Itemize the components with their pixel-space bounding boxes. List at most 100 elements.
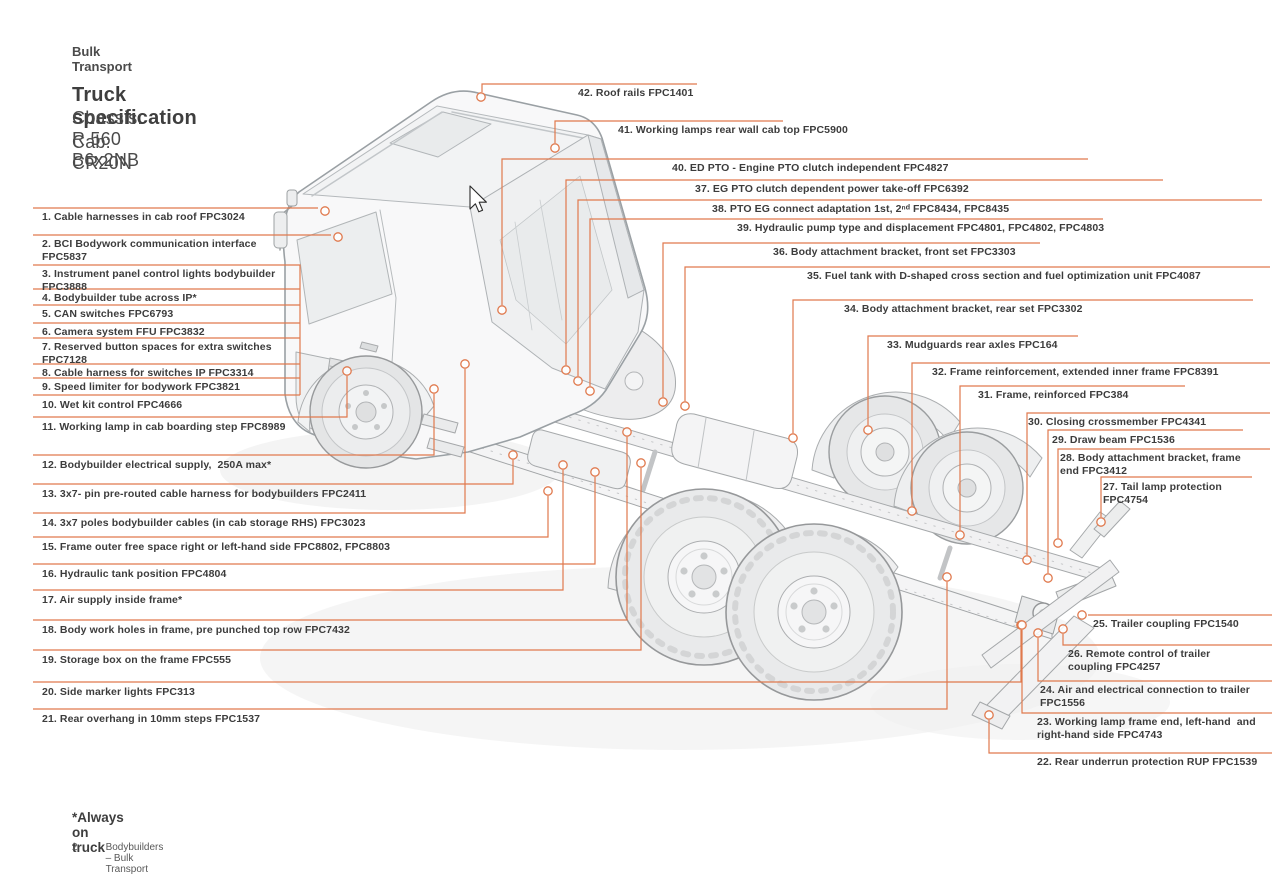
- callout-label-10-line-1: 10. Wet kit control FPC4666: [42, 399, 183, 411]
- callout-label-31: 31. Frame, reinforced FPC384: [978, 389, 1128, 402]
- callout-label-32-line-1: 32. Frame reinforcement, extended inner …: [932, 366, 1219, 378]
- callout-label-2-line-2: FPC5837: [42, 250, 88, 263]
- callout-label-41: 41. Working lamps rear wall cab top FPC5…: [618, 124, 848, 137]
- callout-label-17: 17. Air supply inside frame*: [42, 594, 182, 607]
- callout-label-18: 18. Body work holes in frame, pre punche…: [42, 624, 350, 637]
- mirror: [273, 211, 288, 249]
- callout-label-24: 24. Air and electrical connection to tra…: [1040, 684, 1250, 709]
- callout-label-13-line-1: 13. 3x7- pin pre-routed cable harness fo…: [42, 488, 367, 500]
- callout-label-20: 20. Side marker lights FPC313: [42, 686, 195, 699]
- callout-label-23: 23. Working lamp frame end, left-hand an…: [1037, 716, 1256, 741]
- callout-label-3-line-1: 3. Instrument panel control lights bodyb…: [42, 268, 276, 280]
- callout-label-34-line-1: 34. Body attachment bracket, rear set FP…: [844, 303, 1083, 315]
- callout-label-23-line-1: 23. Working lamp frame end, left-hand an…: [1037, 716, 1256, 728]
- callout-label-28-line-2: end FPC3412: [1060, 464, 1128, 477]
- callout-label-8-line-1: 8. Cable harness for switches IP FPC3314: [42, 367, 254, 379]
- callout-label-14: 14. 3x7 poles bodybuilder cables (in cab…: [42, 517, 366, 530]
- cab-label: Cab:: [72, 132, 111, 152]
- callout-label-26-line-1: 26. Remote control of trailer: [1068, 648, 1211, 660]
- callout-label-24-line-1: 24. Air and electrical connection to tra…: [1040, 684, 1250, 696]
- rear-wheel-2: [725, 523, 903, 701]
- callout-label-25: 25. Trailer coupling FPC1540: [1093, 618, 1239, 631]
- callout-label-37-line-1: 37. EG PTO clutch dependent power take-o…: [695, 183, 969, 195]
- callout-label-1: 1. Cable harnesses in cab roof FPC3024: [42, 211, 245, 224]
- callout-label-30: 30. Closing crossmember FPC4341: [1028, 416, 1206, 429]
- callout-label-28-line-1: 28. Body attachment bracket, frame: [1060, 452, 1241, 464]
- callout-label-20-line-1: 20. Side marker lights FPC313: [42, 686, 195, 698]
- callout-label-7: 7. Reserved button spaces for extra swit…: [42, 341, 272, 366]
- cab-spec-line: Cab:CR20N: [72, 132, 142, 174]
- callout-label-12-line-1: 12. Bodybuilder electrical supply, 250A …: [42, 459, 272, 471]
- chassis-spec-line: Chassis:R 560 B6x2NB: [72, 108, 142, 171]
- callout-label-18-line-1: 18. Body work holes in frame, pre punche…: [42, 624, 350, 636]
- footer-left: 2 Bodybuilders – Bulk Transport: [72, 842, 163, 875]
- footer-left-text: Bodybuilders – Bulk Transport: [105, 842, 164, 875]
- callout-label-22-line-1: 22. Rear underrun protection RUP FPC1539: [1037, 756, 1258, 768]
- chassis-label: Chassis:: [72, 108, 143, 128]
- callout-label-33-line-1: 33. Mudguards rear axles FPC164: [887, 339, 1058, 351]
- callout-label-27-line-1: 27. Tail lamp protection: [1103, 481, 1222, 493]
- footnote: *Always on truck: [72, 810, 124, 855]
- callout-label-6-line-1: 6. Camera system FFU FPC3832: [42, 326, 205, 338]
- callout-label-17-line-1: 17. Air supply inside frame*: [42, 594, 183, 606]
- callout-label-39-line-1: 39. Hydraulic pump type and displacement…: [737, 222, 1105, 234]
- callout-label-4: 4. Bodybuilder tube across IP*: [42, 292, 197, 305]
- callout-label-25-line-1: 25. Trailer coupling FPC1540: [1093, 618, 1239, 630]
- page-number-left: 2: [72, 842, 78, 853]
- callout-label-7-line-1: 7. Reserved button spaces for extra swit…: [42, 341, 272, 353]
- callout-label-21-line-1: 21. Rear overhang in 10mm steps FPC1537: [42, 713, 261, 725]
- document-kicker: Bulk Transport: [72, 44, 132, 74]
- callout-label-21: 21. Rear overhang in 10mm steps FPC1537: [42, 713, 260, 726]
- callout-label-37: 37. EG PTO clutch dependent power take-o…: [695, 183, 969, 196]
- fuel-tank: [671, 413, 798, 489]
- callout-label-5-line-1: 5. CAN switches FPC6793: [42, 308, 174, 320]
- callout-label-11: 11. Working lamp in cab boarding step FP…: [42, 421, 286, 434]
- callout-label-41-line-1: 41. Working lamps rear wall cab top FPC5…: [618, 124, 848, 136]
- callout-label-31-line-1: 31. Frame, reinforced FPC384: [978, 389, 1129, 401]
- callout-label-35-line-1: 35. Fuel tank with D-shaped cross sectio…: [807, 270, 1201, 282]
- callout-label-34: 34. Body attachment bracket, rear set FP…: [844, 303, 1083, 316]
- callout-label-27-line-2: FPC4754: [1103, 493, 1149, 506]
- callout-label-9: 9. Speed limiter for bodywork FPC3821: [42, 381, 240, 394]
- callout-label-4-line-1: 4. Bodybuilder tube across IP*: [42, 292, 197, 304]
- callout-label-12: 12. Bodybuilder electrical supply, 250A …: [42, 459, 271, 472]
- callout-label-30-line-1: 30. Closing crossmember FPC4341: [1028, 416, 1207, 428]
- callout-label-29: 29. Draw beam FPC1536: [1052, 434, 1175, 447]
- callout-label-40-line-1: 40. ED PTO - Engine PTO clutch independe…: [672, 162, 949, 174]
- callout-label-10: 10. Wet kit control FPC4666: [42, 399, 182, 412]
- mouse-cursor-icon: [469, 185, 487, 213]
- callout-label-19: 19. Storage box on the frame FPC555: [42, 654, 231, 667]
- callout-label-9-line-1: 9. Speed limiter for bodywork FPC3821: [42, 381, 241, 393]
- callout-label-26-line-2: coupling FPC4257: [1068, 660, 1161, 673]
- callout-label-35: 35. Fuel tank with D-shaped cross sectio…: [807, 270, 1201, 283]
- callout-label-40: 40. ED PTO - Engine PTO clutch independe…: [672, 162, 949, 175]
- callout-label-11-line-1: 11. Working lamp in cab boarding step FP…: [42, 421, 286, 433]
- callout-label-42-line-1: 42. Roof rails FPC1401: [578, 87, 694, 99]
- callout-label-16: 16. Hydraulic tank position FPC4804: [42, 568, 226, 581]
- callout-label-5: 5. CAN switches FPC6793: [42, 308, 173, 321]
- callout-label-33: 33. Mudguards rear axles FPC164: [887, 339, 1058, 352]
- callout-label-15-line-1: 15. Frame outer free space right or left…: [42, 541, 391, 553]
- callout-label-32: 32. Frame reinforcement, extended inner …: [932, 366, 1219, 379]
- callout-label-36: 36. Body attachment bracket, front set F…: [773, 246, 1016, 259]
- callout-label-22: 22. Rear underrun protection RUP FPC1539: [1037, 756, 1257, 769]
- cab-value: CR20N: [72, 153, 133, 173]
- front-wheel: [309, 355, 423, 469]
- callout-label-39: 39. Hydraulic pump type and displacement…: [737, 222, 1104, 235]
- callout-label-14-line-1: 14. 3x7 poles bodybuilder cables (in cab…: [42, 517, 366, 529]
- callout-label-16-line-1: 16. Hydraulic tank position FPC4804: [42, 568, 227, 580]
- callout-label-13: 13. 3x7- pin pre-routed cable harness fo…: [42, 488, 366, 501]
- callout-label-29-line-1: 29. Draw beam FPC1536: [1052, 434, 1175, 446]
- callout-label-36-line-1: 36. Body attachment bracket, front set F…: [773, 246, 1016, 258]
- callout-label-15: 15. Frame outer free space right or left…: [42, 541, 390, 554]
- callout-label-1-line-1: 1. Cable harnesses in cab roof FPC3024: [42, 211, 245, 223]
- page-title: Truck specification: [72, 84, 197, 129]
- callout-label-2-line-1: 2. BCI Bodywork communication interface: [42, 238, 257, 250]
- callout-label-38-line-1: 38. PTO EG connect adaptation 1st, 2ⁿᵈ F…: [712, 203, 1010, 215]
- callout-label-8: 8. Cable harness for switches IP FPC3314: [42, 367, 254, 380]
- callout-label-19-line-1: 19. Storage box on the frame FPC555: [42, 654, 232, 666]
- callout-label-42: 42. Roof rails FPC1401: [578, 87, 693, 100]
